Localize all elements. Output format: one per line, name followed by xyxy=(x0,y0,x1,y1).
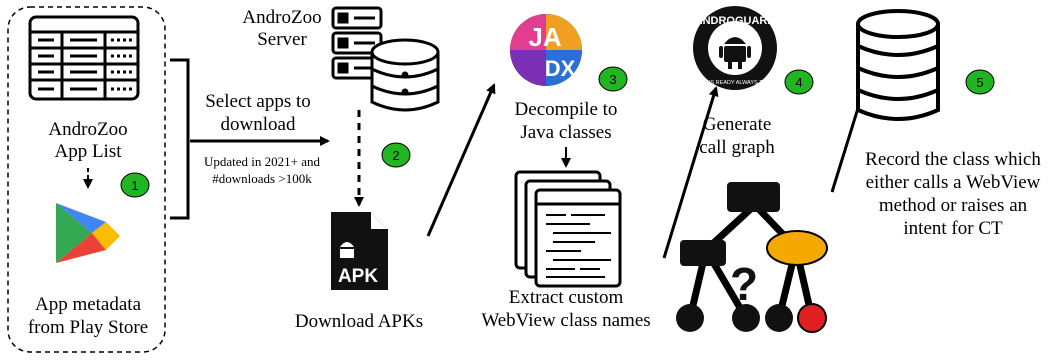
select-label-line2: download xyxy=(221,114,296,135)
androguard-logo-icon: ANDROGUARD ALWAYS READY ALWAYS THERE xyxy=(692,6,778,90)
output-database-icon xyxy=(856,9,940,121)
step-badge-1: 1 xyxy=(120,172,150,198)
step-badge-4: 4 xyxy=(784,69,814,95)
svg-text:DX: DX xyxy=(545,56,576,81)
download-label: Download APKs xyxy=(295,311,423,332)
svg-text:JA: JA xyxy=(528,22,561,52)
extract-label-line2: WebView class names xyxy=(481,310,650,331)
apk-file-icon: APK xyxy=(331,212,388,290)
criteria-label-line1: Updated in 2021+ and xyxy=(204,154,321,169)
record-label-line1: Record the class which xyxy=(865,149,1041,170)
call-graph-left-node xyxy=(680,240,726,266)
jadx-logo-icon: JA DX xyxy=(510,14,582,86)
svg-text:4: 4 xyxy=(795,75,802,90)
applist-label-line2: App List xyxy=(54,141,122,162)
apk-to-jadx-arrow xyxy=(426,83,496,237)
svg-text:5: 5 xyxy=(976,75,983,90)
server-label-line2: Server xyxy=(257,29,307,50)
database-icon xyxy=(370,38,440,112)
step-badge-3: 3 xyxy=(598,66,628,92)
extract-label-line1: Extract custom xyxy=(509,287,624,308)
decompile-label-line2: Java classes xyxy=(520,122,611,143)
call-graph-leaf-node xyxy=(797,303,827,333)
record-label-line3: method or raises an xyxy=(879,195,1028,216)
record-label-line2: either calls a WebView xyxy=(866,172,1041,193)
extract-to-androguard-arrow xyxy=(662,86,719,259)
svg-text:2: 2 xyxy=(392,148,399,163)
criteria-label-line2: #downloads >100k xyxy=(212,171,312,186)
svg-text:ALWAYS READY ALWAYS THERE: ALWAYS READY ALWAYS THERE xyxy=(692,80,778,86)
play-store-icon xyxy=(56,203,120,263)
decompile-label-line1: Decompile to xyxy=(515,99,618,120)
question-mark: ? xyxy=(730,258,758,310)
step-badge-2: 2 xyxy=(381,142,411,168)
metadata-label-line2: from Play Store xyxy=(28,317,148,338)
call-graph-icon: ? xyxy=(676,182,828,333)
svg-text:3: 3 xyxy=(609,72,616,87)
graph-label-line1: Generate xyxy=(703,114,772,135)
step-badge-5: 5 xyxy=(965,69,995,95)
select-label-line1: Select apps to xyxy=(205,91,311,112)
graph-label-line2: call graph xyxy=(699,137,775,158)
call-graph-root-node xyxy=(727,182,780,212)
group-bracket xyxy=(170,58,190,220)
call-graph-decision-node xyxy=(766,230,828,266)
code-files-icon xyxy=(514,170,622,288)
record-label-line4: intent for CT xyxy=(903,218,1003,239)
metadata-label-line1: App metadata xyxy=(35,294,142,315)
applist-label-line1: AndroZoo xyxy=(48,119,127,140)
table-icon xyxy=(28,15,140,101)
source-group-box xyxy=(7,6,166,353)
svg-text:ANDROGUARD: ANDROGUARD xyxy=(695,15,776,27)
apk-badge-text: APK xyxy=(338,266,378,287)
server-label-line1: AndroZoo xyxy=(242,7,321,28)
svg-text:1: 1 xyxy=(131,178,138,193)
